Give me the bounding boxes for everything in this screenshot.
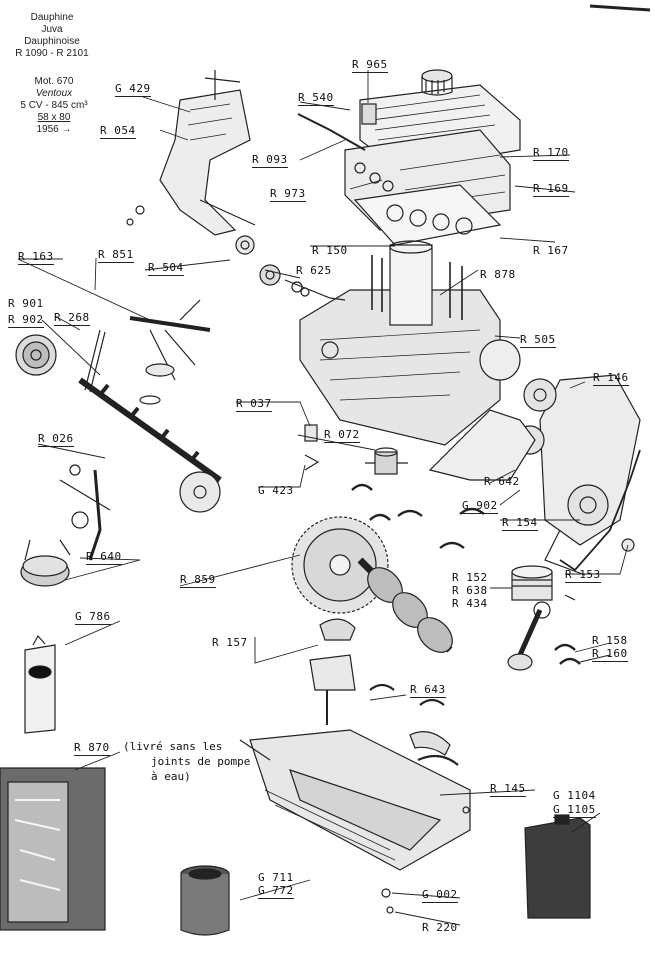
camshaft-part <box>78 377 222 513</box>
water-pump-part <box>20 539 71 587</box>
piston-part <box>511 565 576 601</box>
label-r434: R 434 <box>452 597 488 610</box>
label-r169: R 169 <box>533 182 569 197</box>
oil-sump-part <box>239 729 471 871</box>
label-r153: R 153 <box>565 568 601 583</box>
washer-small-part <box>381 888 391 898</box>
label-r157: R 157 <box>212 636 248 649</box>
valve-spring-part <box>304 424 320 471</box>
label-r160: R 160 <box>592 647 628 662</box>
main-bearing-cap-part <box>309 618 356 725</box>
engine-name: Ventoux <box>35 88 73 99</box>
label-r026: R 026 <box>38 432 74 447</box>
label-r851: R 851 <box>98 248 134 263</box>
label-g423: G 423 <box>258 484 294 497</box>
filler-cap-part <box>421 69 453 96</box>
oil-can-part <box>524 814 591 919</box>
vehicle-model: Dauphine <box>30 12 74 23</box>
engine-block-part <box>299 240 501 446</box>
label-r163: R 163 <box>18 250 54 265</box>
label-r154: R 154 <box>502 516 538 531</box>
label-r965: R 965 <box>352 58 388 73</box>
bearing-shells-part <box>351 483 485 549</box>
label-g429: G 429 <box>115 82 151 97</box>
label-r054: R 054 <box>100 124 136 139</box>
note-line-2: joints de pompe <box>151 755 251 768</box>
label-r638: R 638 <box>452 584 488 597</box>
label-r859: R 859 <box>180 573 216 588</box>
label-r902: R 902 <box>8 313 44 328</box>
label-g1105: G 1105 <box>553 803 596 818</box>
engine-year: 1956 → <box>36 124 72 135</box>
engine-info: Mot. 670 Ventoux 5 CV - 845 cm³ 58 x 80 … <box>14 76 94 136</box>
timing-chain-part <box>428 409 536 481</box>
label-r870: R 870 <box>74 741 110 756</box>
push-rod-part <box>84 329 106 393</box>
label-r220: R 220 <box>422 921 458 934</box>
label-g902: G 902 <box>462 499 498 514</box>
label-r152: R 152 <box>452 571 488 584</box>
vehicle-variant: Juva Dauphinoise <box>24 24 80 47</box>
sealant-tube-part <box>24 634 56 734</box>
engine-power: 5 CV - 845 cm³ <box>20 100 88 111</box>
gasket-kit-part <box>0 767 106 931</box>
timing-cover-part <box>539 374 641 546</box>
label-r072: R 072 <box>324 428 360 443</box>
label-g1104: G 1104 <box>553 789 596 802</box>
manifold-part <box>126 70 256 236</box>
label-r642: R 642 <box>484 475 520 488</box>
label-r268: R 268 <box>54 311 90 326</box>
timing-chain-loop-part <box>559 449 641 572</box>
label-g786: G 786 <box>75 610 111 625</box>
thrust-washer-part <box>369 683 459 766</box>
label-g772: G 772 <box>258 884 294 899</box>
head-gasket-part <box>353 184 502 246</box>
vehicle-codes: R 1090 - R 2101 <box>15 48 89 59</box>
note-line-3: à eau) <box>151 770 191 783</box>
flywheel-part <box>291 516 389 614</box>
gasket-strip-part <box>297 113 366 151</box>
label-r037: R 037 <box>236 397 272 412</box>
label-r170: R 170 <box>533 146 569 161</box>
leader-lines <box>17 70 629 926</box>
label-r158: R 158 <box>592 634 628 647</box>
scan-mark <box>589 4 651 12</box>
gasket-kit-note: (livré sans les joints de pompe à eau) <box>123 739 250 784</box>
label-r145: R 145 <box>490 782 526 797</box>
label-r093: R 093 <box>252 153 288 168</box>
engine-mot: Mot. 670 <box>34 76 74 87</box>
crankshaft-part <box>357 557 453 653</box>
engine-bore: 58 x 80 <box>37 112 71 123</box>
rocker-assembly-part <box>129 299 211 405</box>
label-r504: R 504 <box>148 261 184 276</box>
washer-tiny-part <box>386 906 394 914</box>
paste-can-part <box>180 865 230 936</box>
chain-tensioner-part <box>544 529 586 576</box>
label-r973: R 973 <box>270 187 306 202</box>
label-r540: R 540 <box>298 91 334 106</box>
bearing-part <box>235 235 255 255</box>
label-r150: R 150 <box>312 244 348 257</box>
fuel-pump-part <box>365 447 408 475</box>
label-g711: G 711 <box>258 871 294 884</box>
label-r643: R 643 <box>410 683 446 698</box>
pump-column-part <box>59 464 111 561</box>
label-r901: R 901 <box>8 297 44 310</box>
label-r878: R 878 <box>480 268 516 281</box>
label-r167: R 167 <box>533 244 569 257</box>
label-r146: R 146 <box>593 371 629 386</box>
label-r625: R 625 <box>296 264 332 277</box>
label-g002: G 002 <box>422 888 458 903</box>
label-r505: R 505 <box>520 333 556 348</box>
connecting-rod-part <box>507 601 551 671</box>
label-r640: R 640 <box>86 550 122 565</box>
note-line-1: (livré sans les <box>123 740 223 753</box>
pulley-part <box>15 334 57 376</box>
drain-plug-part <box>462 806 470 814</box>
rod-bearing-part <box>554 643 581 665</box>
vehicle-header: Dauphine Juva Dauphinoise R 1090 - R 210… <box>14 12 90 60</box>
